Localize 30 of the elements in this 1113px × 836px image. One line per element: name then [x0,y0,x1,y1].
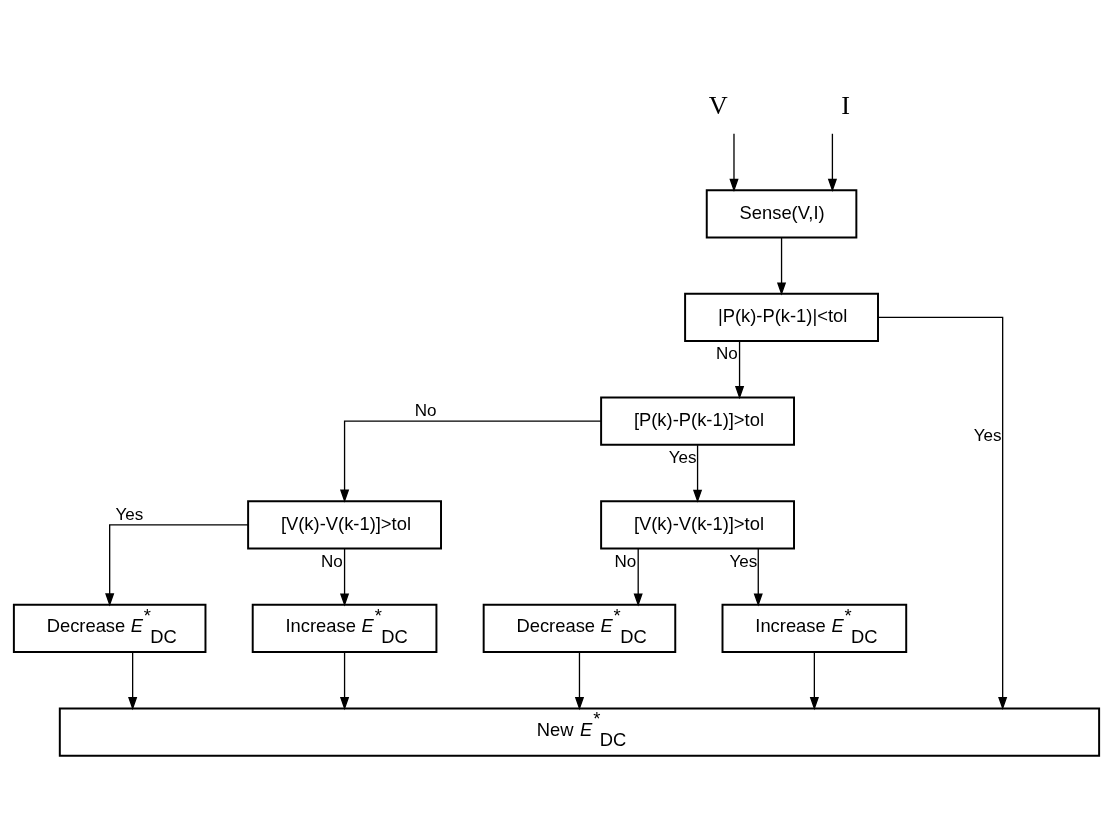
arrow [339,547,350,607]
edge-label: No [715,343,738,363]
arrow [809,651,819,710]
arrow [574,651,585,710]
arrow [633,547,643,607]
node-text: I [841,90,851,120]
node-text: V [708,90,728,120]
edge-label: No [320,551,343,571]
arrow [729,132,739,192]
node-box: [V(k)-V(k-1)]>tol [600,499,795,549]
edge-label: Yes [668,447,697,467]
arrow [827,132,837,192]
arrow [128,651,138,710]
node-box: [V(k)-V(k-1)]>tol [247,499,442,549]
arrow [105,523,249,606]
node-box: [P(k)-P(k-1)]>tol [600,396,795,446]
arrow [734,340,745,399]
edge-label: Yes [115,504,144,524]
arrow [692,444,703,503]
arrow [339,419,602,503]
edge-label: No [414,400,437,420]
node-box: Sense(V,I) [705,188,858,238]
node-box: |P(k)-P(k-1)|<tol [684,292,879,342]
arrow [339,651,350,710]
edge-label: No [614,551,637,571]
arrow [753,547,763,607]
edge-label: Yes [973,425,1002,445]
arrow [877,316,1008,710]
edge-label: Yes [729,551,758,571]
arrow [776,236,787,296]
